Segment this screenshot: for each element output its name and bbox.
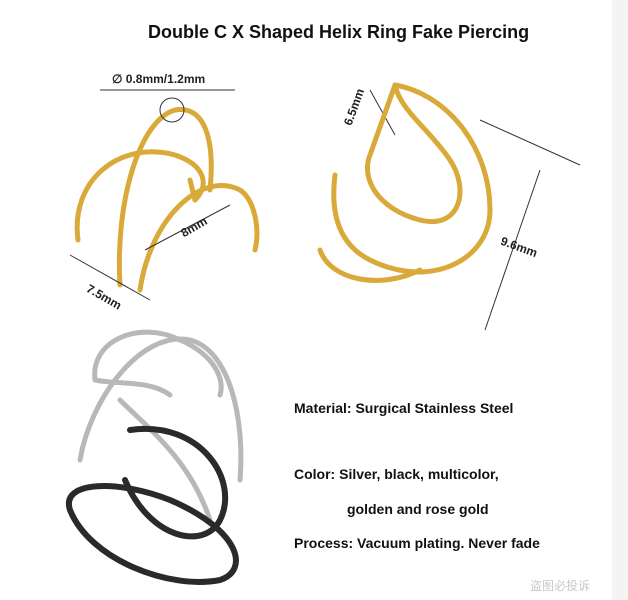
process-spec: Process: Vacuum plating. Never fade	[294, 535, 540, 551]
color-spec-line2: golden and rose gold	[347, 501, 489, 517]
gold-ring-front	[74, 107, 260, 293]
watermark: 盗图必投诉	[530, 579, 591, 593]
material-spec: Material: Surgical Stainless Steel	[294, 400, 514, 416]
product-title: Double C X Shaped Helix Ring Fake Pierci…	[148, 22, 530, 42]
wire-diameter-label: ∅ 0.8mm/1.2mm	[112, 72, 206, 86]
right-edge-strip	[612, 0, 628, 600]
black-ring	[65, 425, 239, 585]
color-spec-line1: Color: Silver, black, multicolor,	[294, 466, 499, 482]
silver-ring	[77, 329, 244, 523]
gold-ring-side	[317, 82, 493, 283]
dimension-lines	[69, 89, 581, 331]
